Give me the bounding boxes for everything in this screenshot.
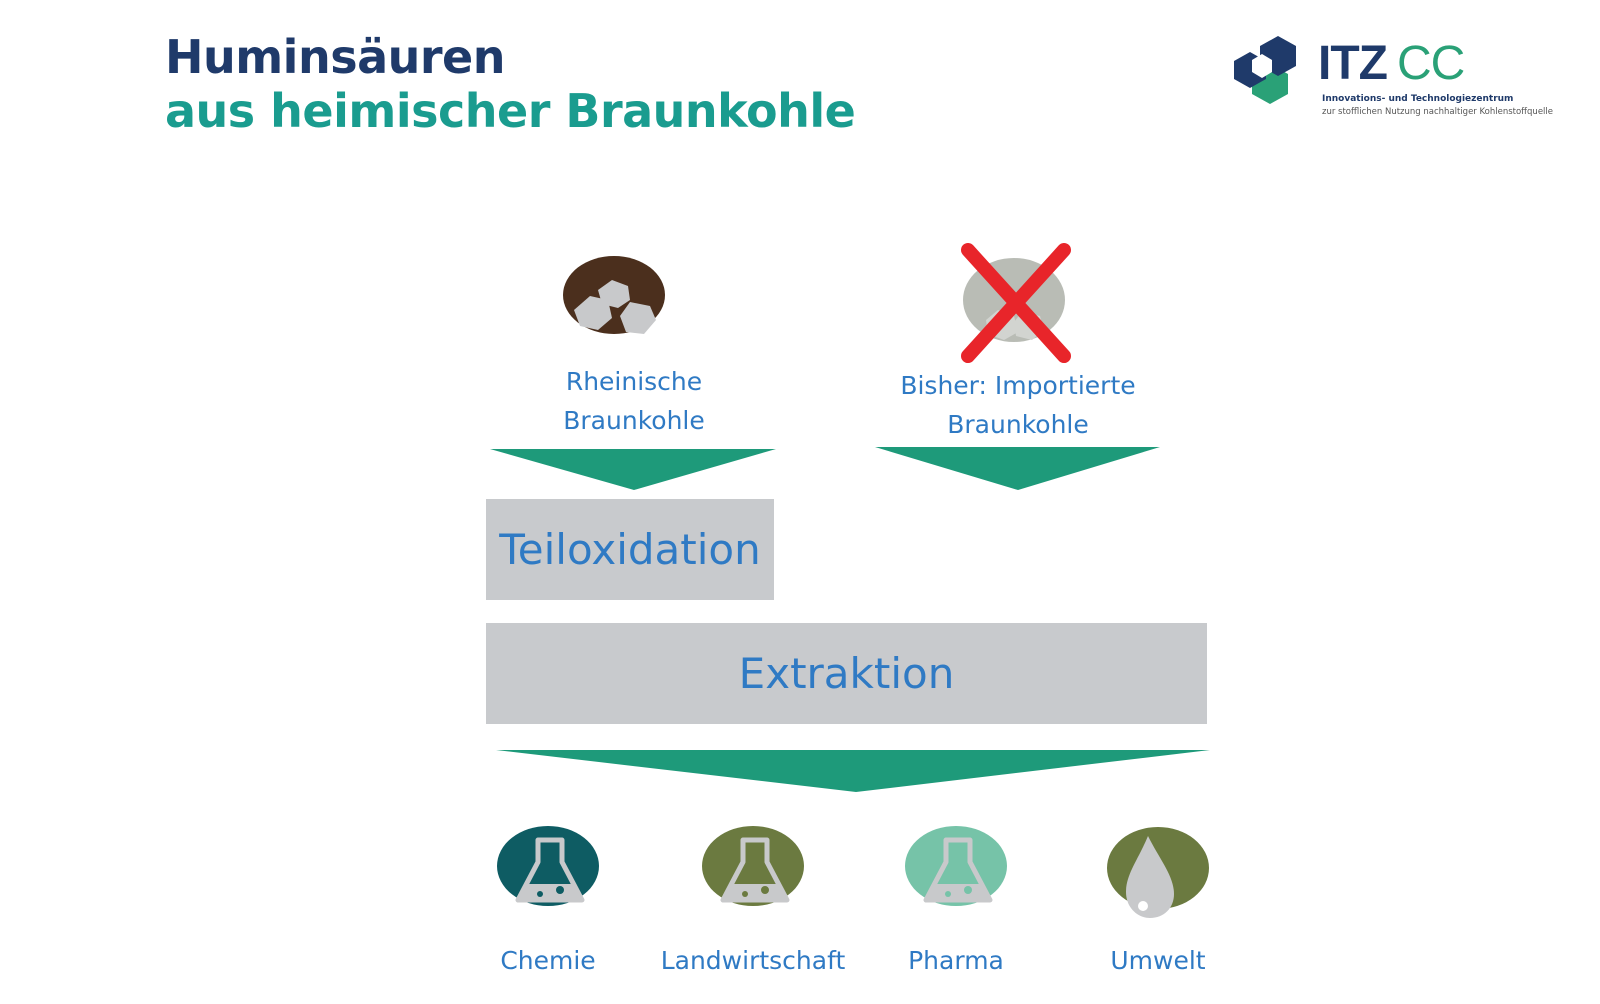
logo-name: ITZ (1318, 37, 1388, 90)
process-step-2-label: Extraktion (738, 649, 955, 698)
application-label-umwelt: Umwelt (1110, 946, 1206, 975)
source-label-importiert: Bisher: Importierte Braunkohle (868, 366, 1168, 444)
logo-suffix: CC (1396, 37, 1465, 90)
arrow-down-right (875, 447, 1160, 490)
coal-icon (563, 256, 665, 334)
logo-subtitle-1: Innovations- und Technologiezentrum (1322, 94, 1514, 104)
application-label-chemie: Chemie (500, 946, 596, 975)
source-label-line-2: Braunkohle (947, 410, 1089, 439)
chemie-icon (497, 826, 599, 906)
title-line-1: Huminsäuren (165, 30, 506, 84)
cross-line-2 (961, 243, 1071, 363)
process-box-extraktion: Extraktion (486, 623, 1207, 724)
application-label-pharma: Pharma (908, 946, 1004, 975)
application-label-landwirtschaft: Landwirtschaft (660, 946, 846, 975)
source-label-line-2: Braunkohle (563, 406, 705, 435)
source-label-line-1: Bisher: Importierte (900, 371, 1136, 400)
source-label-line-1: Rheinische (565, 367, 703, 396)
process-step-1-label: Teiloxidation (499, 525, 761, 574)
source-label-rheinische: Rheinische Braunkohle (514, 362, 754, 440)
process-box-teiloxidation: Teiloxidation (486, 499, 774, 600)
crossed-coal-icon (961, 243, 1071, 363)
hexagon-logo-icon (1234, 34, 1296, 104)
arrow-down-wide (496, 750, 1210, 792)
landwirtschaft-icon (702, 826, 804, 906)
umwelt-drop-icon (1107, 827, 1209, 918)
title-line-2: aus heimischer Braunkohle (165, 84, 856, 138)
arrow-down-left (490, 449, 776, 490)
page-title: Huminsäuren aus heimischer Braunkohle (165, 30, 856, 138)
pharma-icon (905, 826, 1007, 906)
logo-subtitle-2: zur stofflichen Nutzung nachhaltiger Koh… (1322, 107, 1554, 117)
